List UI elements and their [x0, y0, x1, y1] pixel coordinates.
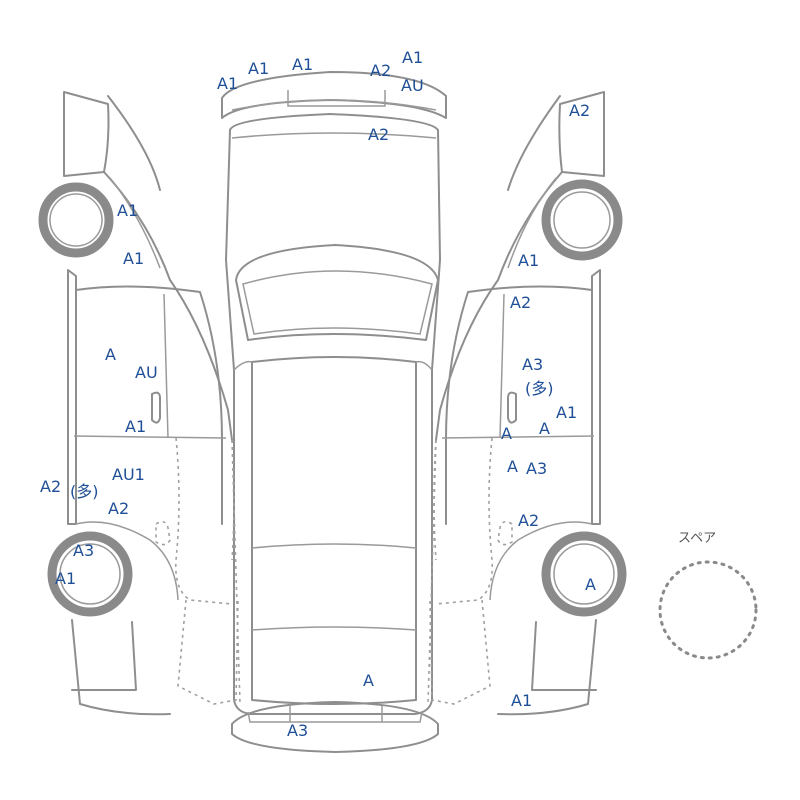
damage-codes-rear: A A3 [287, 671, 374, 740]
damage-code: A1 [292, 55, 313, 74]
damage-code: A2 [108, 499, 129, 518]
damage-code: A [585, 575, 596, 594]
damage-code: A [539, 419, 550, 438]
damage-code: (多) [525, 379, 554, 398]
damage-code: A2 [370, 61, 391, 80]
damage-code: A [501, 424, 512, 443]
damage-code: A2 [518, 511, 539, 530]
damage-code: A1 [518, 251, 539, 270]
damage-code: A2 [510, 293, 531, 312]
damage-code: A [363, 671, 374, 690]
damage-code: A [105, 345, 116, 364]
spare-label: スペア [678, 531, 716, 546]
damage-code: A3 [522, 355, 543, 374]
damage-code: A1 [55, 569, 76, 588]
damage-code: A3 [287, 721, 308, 740]
damage-code: A1 [248, 59, 269, 78]
damage-codes-left: A1 A1 A AU A1 AU1 A2 (多) A2 A3 A1 [40, 201, 158, 588]
damage-codes-right: A2 A1 A2 A3 (多) A1 A A A A3 A2 A A1 [501, 101, 596, 710]
damage-code: A1 [402, 48, 423, 67]
damage-code: AU [401, 76, 424, 95]
damage-code: A3 [73, 541, 94, 560]
damage-code: A1 [123, 249, 144, 268]
car-right-side-view [427, 91, 627, 716]
damage-code: A1 [125, 417, 146, 436]
car-left-side-view [38, 91, 241, 716]
damage-code: A1 [117, 201, 138, 220]
spare-tire: スペア [658, 531, 758, 660]
damage-code: A1 [556, 403, 577, 422]
damage-codes-top: A1 A1 A1 A2 A1 AU A2 [217, 48, 424, 144]
damage-code: A1 [511, 691, 532, 710]
damage-code: (多) [70, 482, 99, 501]
damage-code: A3 [526, 459, 547, 478]
damage-code: AU [135, 363, 158, 382]
damage-code: A2 [368, 125, 389, 144]
damage-code: A2 [40, 477, 61, 496]
spare-tire-circle [658, 560, 758, 660]
damage-code: A1 [217, 74, 238, 93]
car-top-view [221, 71, 447, 753]
damage-code: AU1 [112, 465, 145, 484]
damage-code: A [507, 457, 518, 476]
damage-code: A2 [569, 101, 590, 120]
